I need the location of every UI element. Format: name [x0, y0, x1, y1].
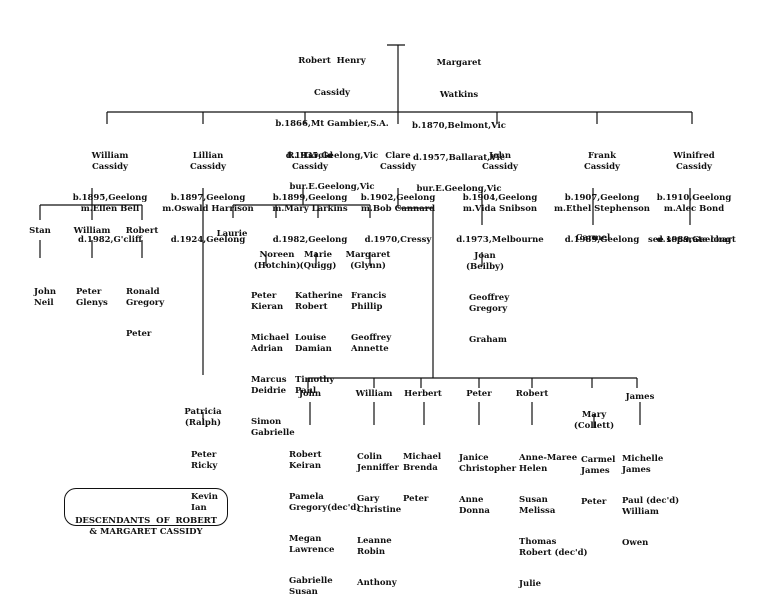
name-line: Watkins	[439, 89, 479, 100]
detail-line: b.1866,Mt Gambier,S.A.	[275, 119, 389, 129]
chart-title-box: DESCENDANTS OF ROBERT& MARGARET CASSIDY	[64, 488, 228, 537]
person-marie-quigg: Marie(Quigg)	[299, 250, 337, 271]
name-line: Cassidy	[314, 87, 350, 98]
see-separate-chart-note: see separate chart	[648, 235, 736, 245]
person-william-jr: William	[73, 226, 111, 236]
name-line: Margaret	[436, 58, 482, 68]
person-herbert-cannard: Herbert	[404, 389, 442, 399]
connector-lines	[39, 44, 693, 428]
person-laurie: Laurie	[216, 229, 248, 239]
person-noreen-hotchin: Noreen(Hotchin)	[253, 250, 301, 271]
detail-line: bur.E.Geelong,Vic	[416, 184, 502, 194]
person-stan: Stan	[29, 226, 51, 236]
person-james-cannard: James	[625, 392, 655, 402]
detail-line: b.1870,Belmont,Vic	[412, 121, 506, 131]
detail-line: bur.E.Geelong,Vic	[289, 182, 375, 192]
person-robert-cannard: Robert	[515, 389, 549, 399]
person-peter-cannard: Peter	[466, 389, 492, 399]
person-william-cannard: William	[355, 389, 393, 399]
person-robert: Robert	[125, 226, 159, 236]
person-mary-collett: Mary(Collett)	[573, 410, 615, 431]
person-joan-beilby: Joan(Beilby)	[466, 251, 504, 272]
person-carmel: Carmel	[575, 233, 611, 243]
person-patricia-ralph: Patricia(Ralph)	[184, 407, 222, 428]
person-robert-henry-cassidy: Robert Henry Cassidy b.1866,Mt Gambier,S…	[268, 35, 396, 203]
name-line: Robert Henry	[298, 56, 366, 66]
chart-title: DESCENDANTS OF ROBERT& MARGARET CASSIDY	[75, 516, 217, 537]
detail-line: d.1935,Geelong,Vic	[285, 150, 379, 161]
detail-line: d.1957,Ballarat,Vic	[413, 152, 505, 163]
person-margaret-glynn: Margaret(Glynn)	[345, 250, 391, 271]
person-john-cannard: John	[298, 389, 322, 399]
person-margaret-watkins: Margaret Watkins b.1870,Belmont,Vic d.19…	[403, 37, 515, 205]
